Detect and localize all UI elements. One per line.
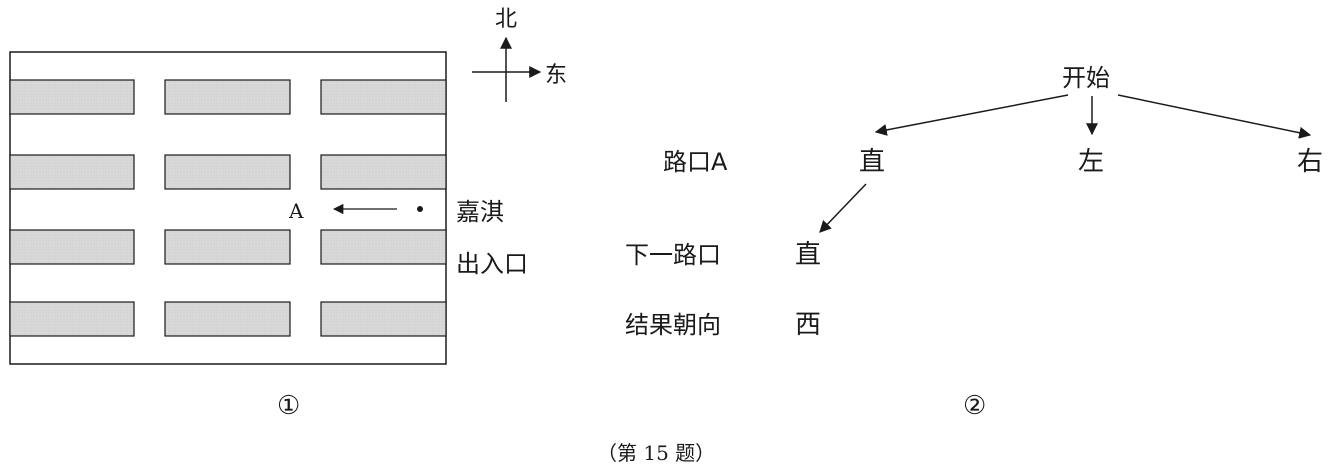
compass-north-label: 北	[495, 7, 517, 32]
block	[320, 154, 447, 190]
map-border	[9, 51, 447, 365]
block	[164, 229, 291, 265]
street-map: A 嘉淇 出入口	[9, 51, 528, 365]
block	[320, 301, 447, 337]
question-caption: （第 15 题）	[597, 441, 715, 465]
block	[9, 301, 135, 337]
block	[164, 301, 291, 337]
edge-root-right	[1117, 94, 1312, 139]
compass-east-label: 东	[545, 63, 567, 88]
compass: 北 东	[472, 7, 567, 102]
tree-diagram: 开始 路口A 直 左 右 下一路口 直 结果朝向 西	[625, 64, 1323, 340]
row-label-result: 结果朝向	[625, 311, 721, 339]
choice-left: 左	[1078, 147, 1104, 177]
tree-root: 开始	[1062, 64, 1110, 92]
block	[320, 79, 447, 115]
figure-1-number: ①	[277, 391, 300, 421]
edge-straight-next	[819, 183, 867, 233]
start-dot	[417, 206, 423, 212]
second-choice: 直	[795, 240, 821, 270]
result-direction: 西	[795, 310, 821, 340]
row-label-crossing-a: 路口A	[663, 148, 728, 176]
block	[9, 154, 135, 190]
block	[9, 79, 135, 115]
choice-straight: 直	[859, 147, 885, 177]
building-blocks	[9, 79, 447, 337]
entrance-label-line2: 出入口	[456, 250, 528, 278]
figure-2-number: ②	[963, 391, 986, 421]
block	[9, 229, 135, 265]
edge-root-straight	[874, 94, 1069, 136]
entrance-label-line1: 嘉淇	[456, 198, 504, 226]
block	[320, 229, 447, 265]
point-a-label: A	[288, 199, 304, 223]
choice-right: 右	[1297, 147, 1323, 177]
block	[164, 79, 291, 115]
block	[164, 154, 291, 190]
row-label-next-crossing: 下一路口	[625, 241, 721, 269]
